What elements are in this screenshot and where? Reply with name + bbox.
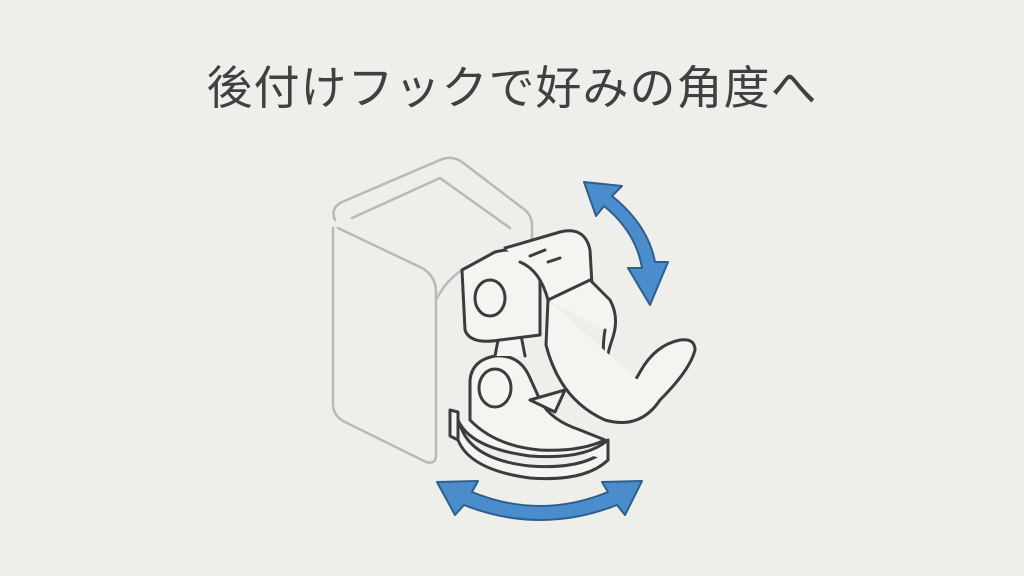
page-title: 後付けフックで好みの角度へ	[206, 61, 818, 115]
hook	[448, 229, 697, 481]
mount-box	[331, 156, 534, 464]
horizontal-rotate-arrow-icon	[436, 480, 643, 521]
vertical-tilt-arrow-icon	[583, 181, 669, 306]
